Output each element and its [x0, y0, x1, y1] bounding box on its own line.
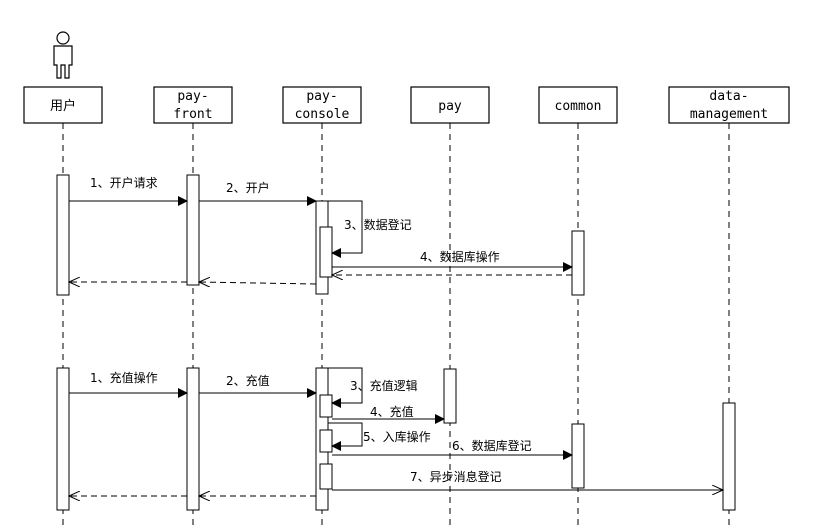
activation-common-1 [571, 230, 585, 296]
participant-label: 用户 [50, 98, 76, 114]
activation-user-1 [56, 174, 70, 296]
participant-pay-front[interactable]: pay- front [153, 86, 233, 124]
activation-pay-console-2-c [319, 463, 333, 490]
self-message-arrow [328, 200, 363, 258]
message-label: 2、开户 [226, 180, 270, 195]
message-label: 4、充值 [370, 404, 414, 419]
activation-pay-console-1-nested [319, 226, 333, 278]
message-label: 7、异步消息登记 [410, 469, 502, 484]
participant-data-management[interactable]: data- management [668, 86, 790, 124]
message-label: 2、充值 [226, 373, 270, 388]
message-label: 5、入库操作 [363, 429, 431, 444]
activation-pay-front-2 [186, 367, 200, 511]
self-message-arrow [328, 367, 363, 408]
participant-pay-console[interactable]: pay- console [282, 86, 362, 124]
participant-label: management [690, 107, 768, 122]
participant-label: pay- [306, 89, 337, 104]
activation-user-2 [56, 367, 70, 511]
message-label: 3、充值逻辑 [350, 378, 418, 393]
activation-pay-2 [443, 368, 457, 424]
person-icon [53, 31, 73, 79]
participant-label: front [173, 107, 212, 122]
participant-label: data- [709, 89, 748, 104]
participant-pay[interactable]: pay [410, 86, 490, 124]
activation-pay-front-1 [186, 174, 200, 286]
participant-label: console [295, 107, 350, 122]
participant-label: pay- [177, 89, 208, 104]
message-label: 1、开户请求 [90, 175, 158, 190]
participant-common[interactable]: common [538, 86, 618, 124]
message-label: 3、数据登记 [344, 217, 412, 232]
activation-data-management-2 [722, 402, 736, 511]
participant-label: common [555, 99, 602, 114]
participant-user[interactable]: 用户 [23, 86, 103, 124]
message-label: 1、充值操作 [90, 370, 158, 385]
message-label: 4、数据库操作 [420, 249, 500, 264]
activation-pay-console-2-a [319, 394, 333, 418]
activation-pay-console-2-b [319, 429, 333, 453]
activation-common-2 [571, 423, 585, 489]
self-message-arrow [328, 422, 363, 451]
participant-label: pay [438, 99, 462, 114]
message-label: 6、数据库登记 [452, 438, 532, 453]
return-arrow [199, 282, 317, 284]
